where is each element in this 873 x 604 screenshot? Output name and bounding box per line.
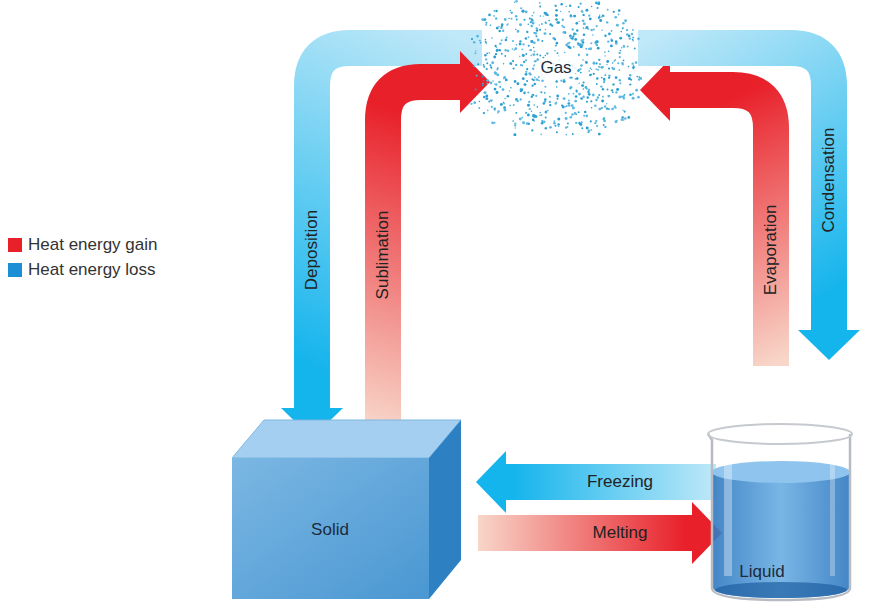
state-label: Liquid xyxy=(739,562,784,582)
legend-text: Heat energy gain xyxy=(28,235,157,255)
liquid-node: Liquid xyxy=(700,418,864,602)
arrow-band xyxy=(638,48,829,331)
arrow-band xyxy=(669,90,771,366)
process-label: Deposition xyxy=(302,210,322,290)
arrowhead xyxy=(460,51,490,113)
process-label: Condensation xyxy=(819,128,839,233)
arrowhead xyxy=(476,451,506,513)
arrow-band xyxy=(478,515,693,551)
phase-arrow xyxy=(638,48,860,360)
arrow-band xyxy=(383,82,461,430)
gas-node: Gas xyxy=(470,0,642,136)
legend-row: Heat energy gain xyxy=(8,232,157,257)
process-label: Sublimation xyxy=(373,211,393,300)
solid-illustration xyxy=(232,418,462,600)
arrowhead xyxy=(640,59,670,121)
process-label: Melting xyxy=(593,523,648,543)
arrowhead xyxy=(798,330,860,360)
phase-arrow xyxy=(383,51,490,430)
process-label: Freezing xyxy=(587,472,653,492)
legend-swatch xyxy=(8,263,22,277)
phase-arrow xyxy=(476,451,716,513)
legend-text: Heat energy loss xyxy=(28,260,156,280)
phase-arrow xyxy=(281,48,482,438)
legend: Heat energy gainHeat energy loss xyxy=(8,232,157,282)
process-label: Evaporation xyxy=(761,205,781,296)
state-label: Solid xyxy=(311,520,349,540)
legend-row: Heat energy loss xyxy=(8,257,157,282)
arrow-band xyxy=(505,464,716,500)
state-label: Gas xyxy=(540,58,571,78)
phase-arrow xyxy=(478,502,722,564)
solid-node: Solid xyxy=(232,418,462,600)
phase-arrow xyxy=(640,59,771,366)
legend-swatch xyxy=(8,238,22,252)
